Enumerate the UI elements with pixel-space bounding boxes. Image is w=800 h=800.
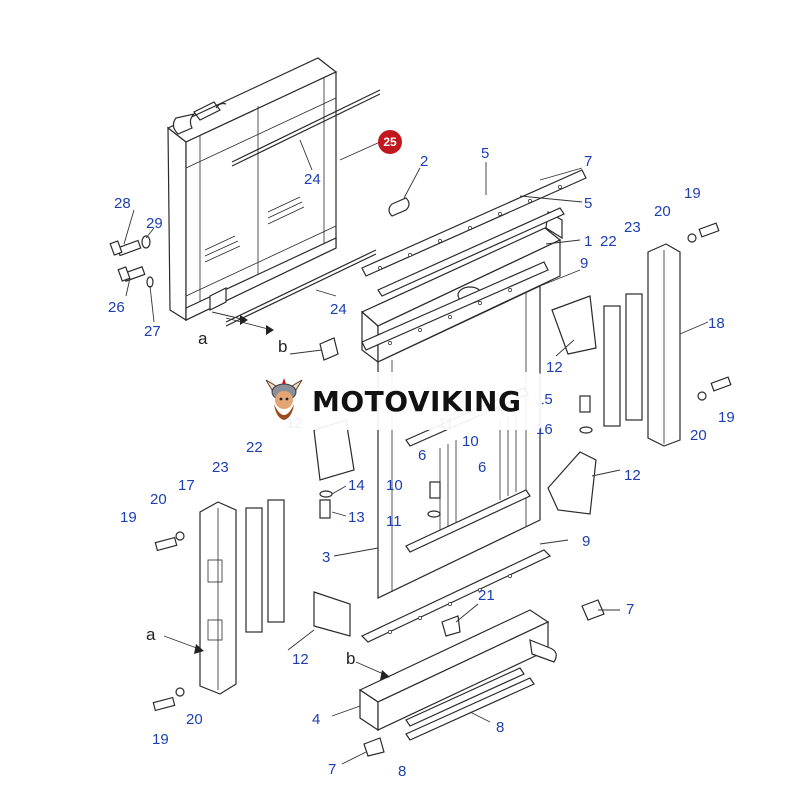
leader-lines (123, 139, 709, 765)
callout-19: 19 (684, 185, 701, 202)
callout-29: 29 (146, 215, 163, 232)
callout-12: 12 (546, 359, 563, 376)
direction-arrows-bottom (163, 635, 390, 680)
callout-18: 18 (708, 315, 725, 332)
right-brackets (547, 295, 597, 515)
callout-22: 22 (246, 439, 263, 456)
callout-19: 19 (120, 509, 137, 526)
callout-11: 11 (386, 513, 402, 530)
reference-letters: a b a b (146, 329, 355, 668)
callout-27: 27 (144, 323, 161, 340)
small-clips (319, 337, 605, 757)
callout-14: 14 (348, 477, 365, 494)
callout-10: 10 (462, 433, 479, 450)
gasket-holes (378, 185, 562, 634)
callout-19: 19 (718, 409, 735, 426)
item-25-badge: 25 (378, 130, 402, 154)
left-side-panel (199, 501, 237, 695)
core-hatching (204, 196, 305, 263)
callout-20: 20 (654, 203, 671, 220)
bottom-tank (358, 609, 557, 732)
callout-22: 22 (600, 233, 617, 250)
letter-b-top: b (278, 337, 287, 356)
callout-1: 1 (584, 233, 592, 250)
callout-9: 9 (580, 255, 588, 272)
callout-26: 26 (108, 299, 125, 316)
callout-7: 7 (328, 761, 336, 778)
callout-28: 28 (114, 195, 131, 212)
callout-5: 5 (481, 145, 489, 162)
callout-20: 20 (150, 491, 167, 508)
callout-5: 5 (584, 195, 592, 212)
right-bolts (579, 222, 732, 434)
callout-9: 9 (582, 533, 590, 550)
callout-7: 7 (584, 153, 592, 170)
callout-4: 4 (312, 711, 320, 728)
letter-b-bottom: b (346, 649, 355, 668)
callout-10: 10 (386, 477, 403, 494)
callout-13: 13 (348, 509, 365, 526)
right-seals (603, 293, 643, 427)
callout-12: 12 (292, 651, 309, 668)
callout-2: 2 (420, 153, 428, 170)
watermark-text: MOTOVIKING (312, 384, 522, 418)
guide-rods (225, 89, 381, 327)
callout-24: 24 (330, 301, 347, 318)
letter-a-top: a (198, 329, 208, 348)
callout-12: 12 (624, 467, 641, 484)
callout-19: 19 (152, 731, 169, 748)
left-bolts-hardware (109, 235, 154, 288)
callout-7: 7 (626, 601, 634, 618)
callout-23: 23 (624, 219, 641, 236)
left-bolts (152, 481, 441, 712)
main-frame-body (377, 285, 541, 599)
callout-23: 23 (212, 459, 229, 476)
viking-mascot-icon (265, 378, 303, 420)
callout-24: 24 (304, 171, 321, 188)
gasket-strips (360, 169, 587, 741)
cap-item (388, 197, 410, 217)
callout-6: 6 (418, 447, 426, 464)
callout-3: 3 (322, 549, 330, 566)
callout-20: 20 (186, 711, 203, 728)
badge-label: 25 (383, 135, 397, 149)
motoviking-watermark: MOTOVIKING (262, 372, 542, 430)
outlet-pipe (529, 639, 557, 663)
callout-6: 6 (478, 459, 486, 476)
callout-17: 17 (178, 477, 195, 494)
right-side-panel (647, 243, 681, 447)
left-seals (245, 499, 285, 633)
callout-21: 21 (478, 587, 495, 604)
callout-8: 8 (398, 763, 406, 780)
direction-arrows-top (211, 311, 274, 335)
inlet-pipe (172, 112, 196, 135)
callout-20: 20 (690, 427, 707, 444)
callout-8: 8 (496, 719, 504, 736)
left-brackets (313, 419, 355, 637)
letter-a-bottom: a (146, 625, 156, 644)
